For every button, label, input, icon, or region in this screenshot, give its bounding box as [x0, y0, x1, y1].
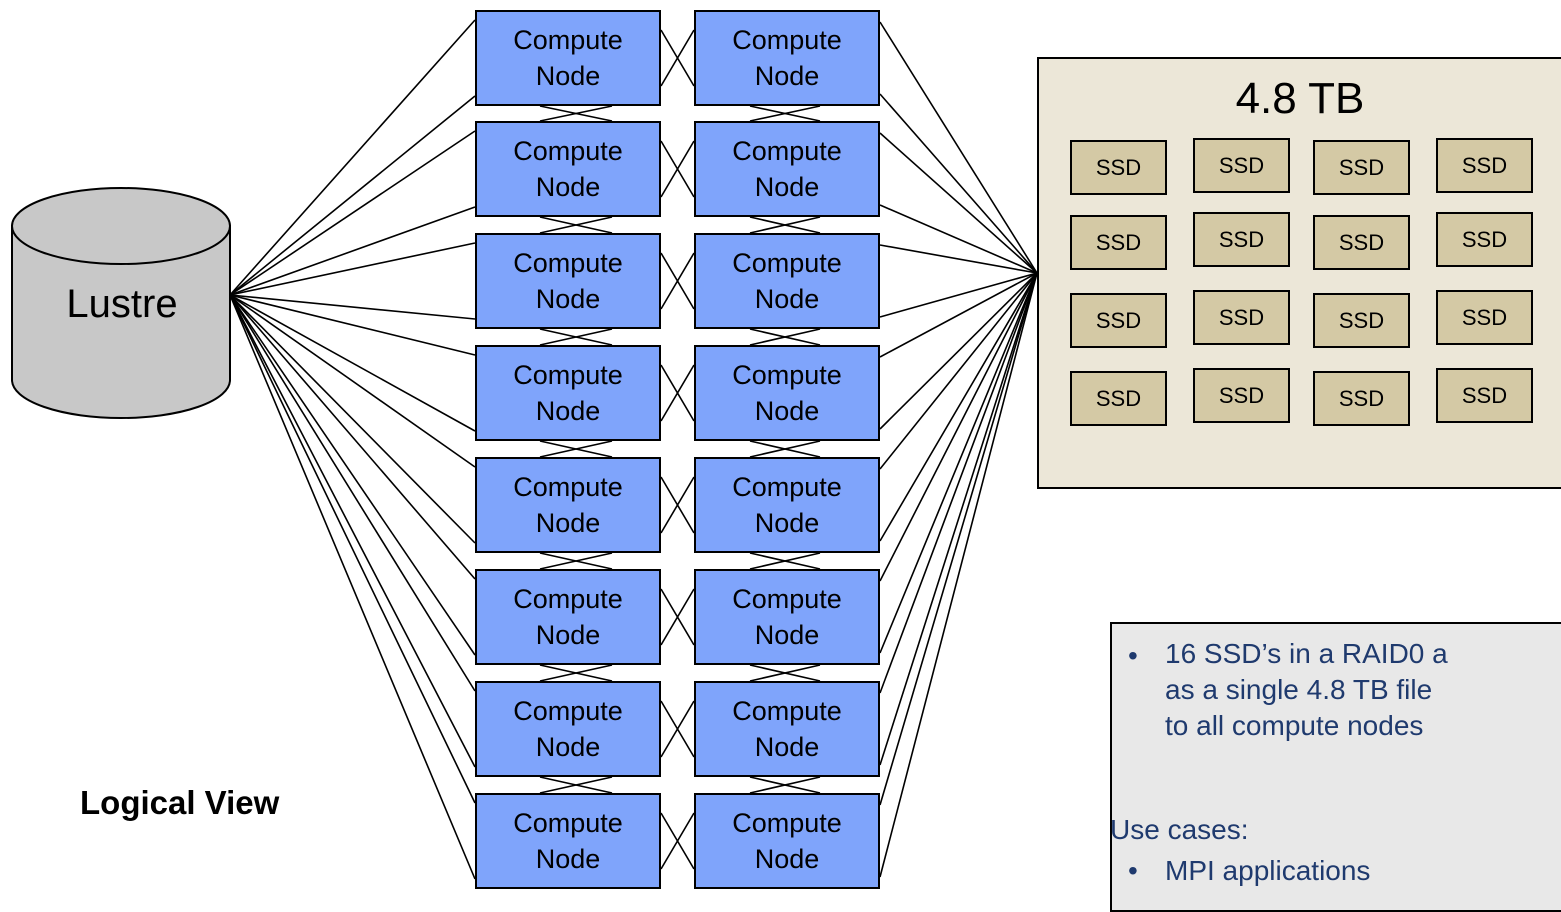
lustre-wire — [229, 294, 476, 432]
ssd-drive: SSD — [1070, 140, 1167, 195]
ssd-drive: SSD — [1193, 138, 1290, 193]
compute-node: Compute Node — [694, 793, 880, 889]
ssd-wire — [879, 132, 1038, 274]
ssd-drive: SSD — [1436, 212, 1533, 267]
inter-row-wire — [749, 552, 821, 570]
lustre-storage-cylinder — [11, 187, 231, 419]
compute-node: Compute Node — [475, 121, 661, 217]
compute-node: Compute Node — [694, 569, 880, 665]
note-box — [1110, 622, 1561, 912]
ssd-drive: SSD — [1313, 371, 1410, 426]
ssd-drive: SSD — [1436, 290, 1533, 345]
compute-node: Compute Node — [694, 345, 880, 441]
lustre-wire — [229, 294, 476, 544]
compute-node: Compute Node — [694, 121, 880, 217]
ssd-drive: SSD — [1313, 293, 1410, 348]
ssd-wire — [879, 272, 1038, 806]
lustre-wire — [229, 294, 476, 320]
ssd-wire — [879, 272, 1038, 766]
inter-row-wire — [749, 664, 821, 682]
cross-wire — [660, 476, 695, 534]
note-description: 16 SSD’s in a RAID0 a as a single 4.8 TB… — [1165, 638, 1448, 741]
compute-node: Compute Node — [694, 681, 880, 777]
ssd-drive: SSD — [1193, 212, 1290, 267]
cross-wire — [660, 252, 695, 310]
cylinder-body — [11, 225, 231, 419]
logical-view-label: Logical View — [80, 784, 280, 821]
ssd-drive: SSD — [1193, 368, 1290, 423]
inter-row-wire — [749, 105, 821, 122]
use-cases-label: Use cases: — [1110, 814, 1249, 845]
cross-wire — [660, 588, 695, 646]
compute-node: Compute Node — [694, 233, 880, 329]
ssd-drive: SSD — [1070, 293, 1167, 348]
ssd-wire — [879, 93, 1038, 274]
ssd-wire — [879, 272, 1038, 470]
lustre-wire — [229, 130, 476, 296]
ssd-wire — [879, 272, 1038, 694]
inter-row-wire — [539, 776, 613, 794]
lustre-wire — [229, 294, 476, 468]
compute-node: Compute Node — [475, 681, 661, 777]
inter-row-wire — [539, 440, 613, 458]
ssd-drive: SSD — [1436, 368, 1533, 423]
ssd-drive: SSD — [1436, 138, 1533, 193]
lustre-wire — [229, 294, 476, 692]
lustre-wire — [229, 294, 476, 768]
lustre-label: Lustre — [66, 282, 178, 326]
ssd-wire — [879, 272, 1038, 358]
lustre-wire — [229, 206, 476, 296]
cross-wire — [660, 29, 695, 87]
use-case-item: MPI applications — [1165, 855, 1371, 886]
inter-row-wire — [539, 664, 613, 682]
inter-row-wire — [749, 440, 821, 458]
lustre-wire — [229, 294, 476, 804]
ssd-wire — [879, 272, 1038, 654]
ssd-wire — [879, 272, 1038, 318]
inter-row-wire — [539, 328, 613, 346]
ssd-drive: SSD — [1313, 215, 1410, 270]
compute-node: Compute Node — [475, 345, 661, 441]
ssd-wire — [879, 272, 1038, 542]
cross-wire — [660, 364, 695, 422]
inter-row-wire — [539, 105, 613, 122]
compute-node: Compute Node — [694, 457, 880, 553]
lustre-wire — [229, 95, 476, 296]
lustre-wire — [229, 19, 476, 296]
inter-row-wire — [749, 216, 821, 234]
ssd-drive: SSD — [1313, 140, 1410, 195]
ssd-array-capacity: 4.8 TB — [1235, 74, 1365, 123]
ssd-wire — [879, 244, 1038, 274]
inter-row-wire — [539, 552, 613, 570]
lustre-wire — [229, 294, 476, 580]
use-case-bullet: • — [1128, 855, 1138, 886]
ssd-drive: SSD — [1193, 290, 1290, 345]
cross-wire — [660, 812, 695, 870]
cylinder-top — [11, 187, 231, 265]
compute-node: Compute Node — [475, 569, 661, 665]
ssd-wire — [879, 272, 1038, 582]
lustre-wire — [229, 294, 476, 356]
compute-node: Compute Node — [475, 457, 661, 553]
ssd-wire — [879, 272, 1038, 878]
compute-node: Compute Node — [475, 10, 661, 106]
ssd-wire — [879, 204, 1038, 274]
compute-node: Compute Node — [694, 10, 880, 106]
inter-row-wire — [749, 776, 821, 794]
lustre-wire — [229, 294, 476, 656]
ssd-wire — [879, 21, 1038, 274]
inter-row-wire — [539, 216, 613, 234]
inter-row-wire — [749, 328, 821, 346]
lustre-wire — [229, 294, 476, 880]
compute-node: Compute Node — [475, 793, 661, 889]
cross-wire — [660, 700, 695, 758]
note-bullet: • — [1128, 640, 1138, 671]
ssd-wire — [879, 272, 1038, 430]
ssd-drive: SSD — [1070, 371, 1167, 426]
cross-wire — [660, 140, 695, 198]
lustre-wire — [229, 242, 476, 296]
compute-node: Compute Node — [475, 233, 661, 329]
ssd-drive: SSD — [1070, 215, 1167, 270]
